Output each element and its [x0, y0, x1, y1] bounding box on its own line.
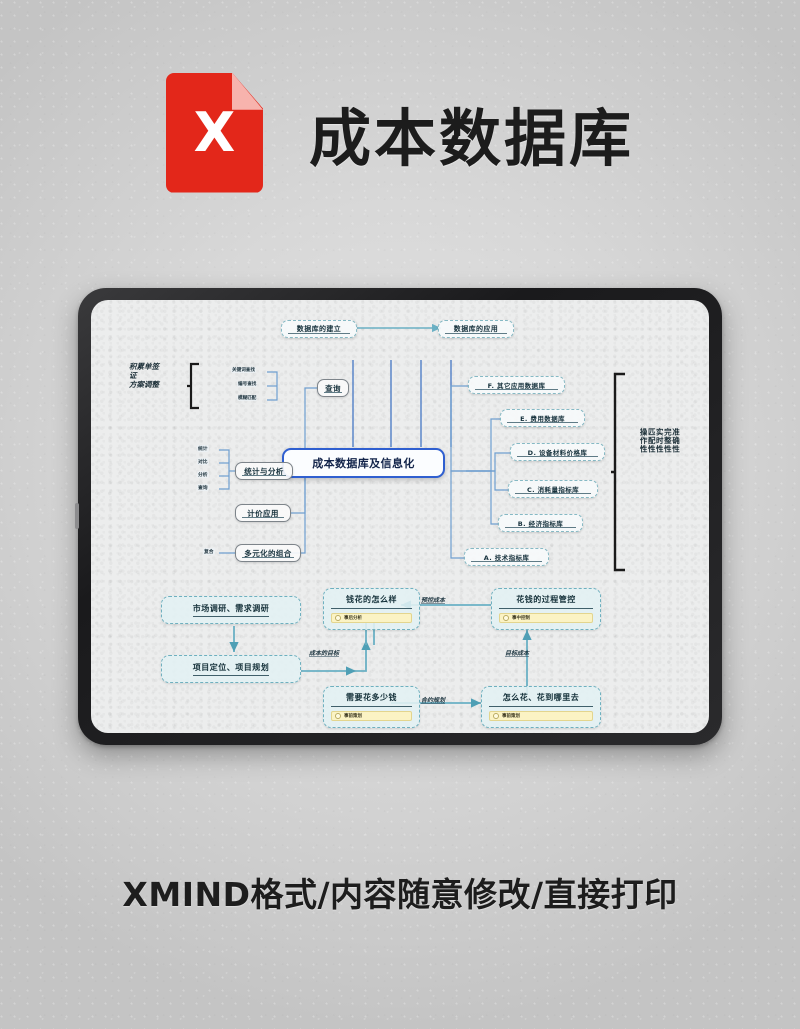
node-left-statistics[interactable]: 统计与分析: [235, 462, 293, 480]
card-how-much-needed[interactable]: 需要花多少钱 事前策划: [323, 686, 420, 728]
card-how-and-where-to-spend[interactable]: 怎么花、花到哪里去 事前策划: [481, 686, 601, 728]
node-underline: [475, 389, 558, 390]
node-left-query[interactable]: 查询: [317, 379, 349, 397]
node-underline: [242, 517, 284, 518]
card-tag: 事中控制: [499, 613, 593, 623]
edge-label-target-cost: 目标成本: [505, 650, 530, 657]
edge-label-cost-target: 成本的目标: [309, 650, 340, 657]
node-underline: [324, 392, 342, 393]
node-underline: [505, 527, 576, 528]
card-title: 需要花多少钱: [331, 692, 412, 707]
card-tag-label: 事中控制: [512, 616, 530, 621]
edge-label-precontrol-cost: 预控成本: [421, 597, 446, 604]
card-spend-process-control[interactable]: 花钱的过程管控 事中控制: [491, 588, 601, 630]
page-title: 成本数据库: [308, 101, 634, 175]
node-label: C. 消耗量指标库: [526, 486, 580, 494]
node-label: 统计与分析: [244, 466, 284, 476]
node-label: 查询: [325, 383, 341, 393]
node-underline: [445, 333, 507, 334]
flow-label: 市场调研、需求调研: [192, 603, 270, 617]
node-label: B. 经济指标库: [517, 520, 564, 528]
flow-label: 项目定位、项目规划: [192, 662, 270, 676]
node-label: E. 费用数据库: [520, 415, 565, 423]
card-how-money-spent[interactable]: 钱花的怎么样 事后分析: [323, 588, 420, 630]
left-accumulation-note: 积累单签 证 方案调整: [129, 362, 159, 389]
node-central-topic[interactable]: 成本数据库及信息化: [282, 448, 445, 478]
left-bracket: [187, 362, 199, 410]
xmind-file-icon: X: [165, 72, 263, 193]
right-quality-note: 准确性 完整性 实时性 匹配性 操作性: [639, 428, 681, 454]
tag-bullet-icon: [335, 713, 341, 719]
tablet-screen: 数据库的建立 数据库的应用 成本数据库及信息化 F. 其它应用数据库 E. 费用…: [91, 300, 709, 733]
node-underline: [507, 422, 578, 423]
sublabel-query-2: 编号查找: [237, 381, 258, 387]
node-right-a[interactable]: A. 技术指标库: [464, 548, 549, 566]
mindmap-connectors: [219, 323, 532, 708]
sublabel-query-1: 关键词查找: [231, 367, 256, 373]
sublabel-stats-4: 查询: [197, 484, 209, 491]
node-label: A. 技术指标库: [483, 554, 530, 562]
node-label: 数据库的应用: [453, 325, 499, 333]
flow-market-research[interactable]: 市场调研、需求调研: [161, 596, 301, 624]
node-right-f[interactable]: F. 其它应用数据库: [468, 376, 565, 394]
edge-label-contract-plan: 合约规划: [421, 697, 446, 704]
card-title: 钱花的怎么样: [331, 594, 412, 609]
node-database-build[interactable]: 数据库的建立: [281, 320, 357, 338]
node-underline: [242, 475, 286, 476]
card-tag: 事前策划: [489, 711, 593, 721]
node-right-b[interactable]: B. 经济指标库: [498, 514, 583, 532]
card-title: 花钱的过程管控: [499, 594, 593, 609]
card-tag-label: 事前策划: [502, 714, 520, 719]
central-label: 成本数据库及信息化: [312, 457, 415, 470]
node-left-combination[interactable]: 多元化的组合: [235, 544, 301, 562]
card-tag-label: 事后分析: [344, 616, 362, 621]
node-label: 计价应用: [247, 508, 279, 518]
node-right-d[interactable]: D. 设备材料价格库: [510, 443, 605, 461]
node-right-e[interactable]: E. 费用数据库: [500, 409, 585, 427]
card-title: 怎么花、花到哪里去: [489, 692, 593, 707]
node-label: 数据库的建立: [296, 325, 342, 333]
tag-bullet-icon: [493, 713, 499, 719]
sublabel-stats-1: 统计: [197, 445, 209, 452]
poster-header: X 成本数据库: [0, 60, 800, 205]
right-bracket: [611, 372, 625, 572]
node-underline: [515, 493, 591, 494]
node-underline: [517, 456, 598, 457]
sublabel-query-3: 模糊匹配: [237, 395, 258, 401]
node-underline: [288, 333, 350, 334]
tablet-device-frame: 数据库的建立 数据库的应用 成本数据库及信息化 F. 其它应用数据库 E. 费用…: [75, 288, 722, 745]
node-database-apply[interactable]: 数据库的应用: [438, 320, 514, 338]
mindmap-canvas: 数据库的建立 数据库的应用 成本数据库及信息化 F. 其它应用数据库 E. 费用…: [91, 300, 709, 733]
node-label: D. 设备材料价格库: [527, 449, 588, 457]
sublabel-stats-2: 对比: [197, 458, 209, 465]
sublabel-stats-3: 分析: [197, 471, 209, 478]
sublabel-combination-1: 复合: [203, 548, 215, 555]
card-tag-label: 事前策划: [344, 714, 362, 719]
footer-caption: XMIND格式/内容随意修改/直接打印: [122, 875, 678, 914]
node-underline: [471, 561, 542, 562]
tag-bullet-icon: [335, 615, 341, 621]
xmind-x-glyph: X: [193, 100, 236, 164]
card-tag: 事后分析: [331, 613, 412, 623]
card-tag: 事前策划: [331, 711, 412, 721]
node-left-pricing[interactable]: 计价应用: [235, 504, 291, 522]
node-label: 多元化的组合: [244, 548, 292, 558]
flow-project-positioning[interactable]: 项目定位、项目规划: [161, 655, 301, 683]
node-underline: [242, 557, 294, 558]
node-right-c[interactable]: C. 消耗量指标库: [508, 480, 598, 498]
node-label: F. 其它应用数据库: [487, 382, 546, 390]
tag-bullet-icon: [503, 615, 509, 621]
